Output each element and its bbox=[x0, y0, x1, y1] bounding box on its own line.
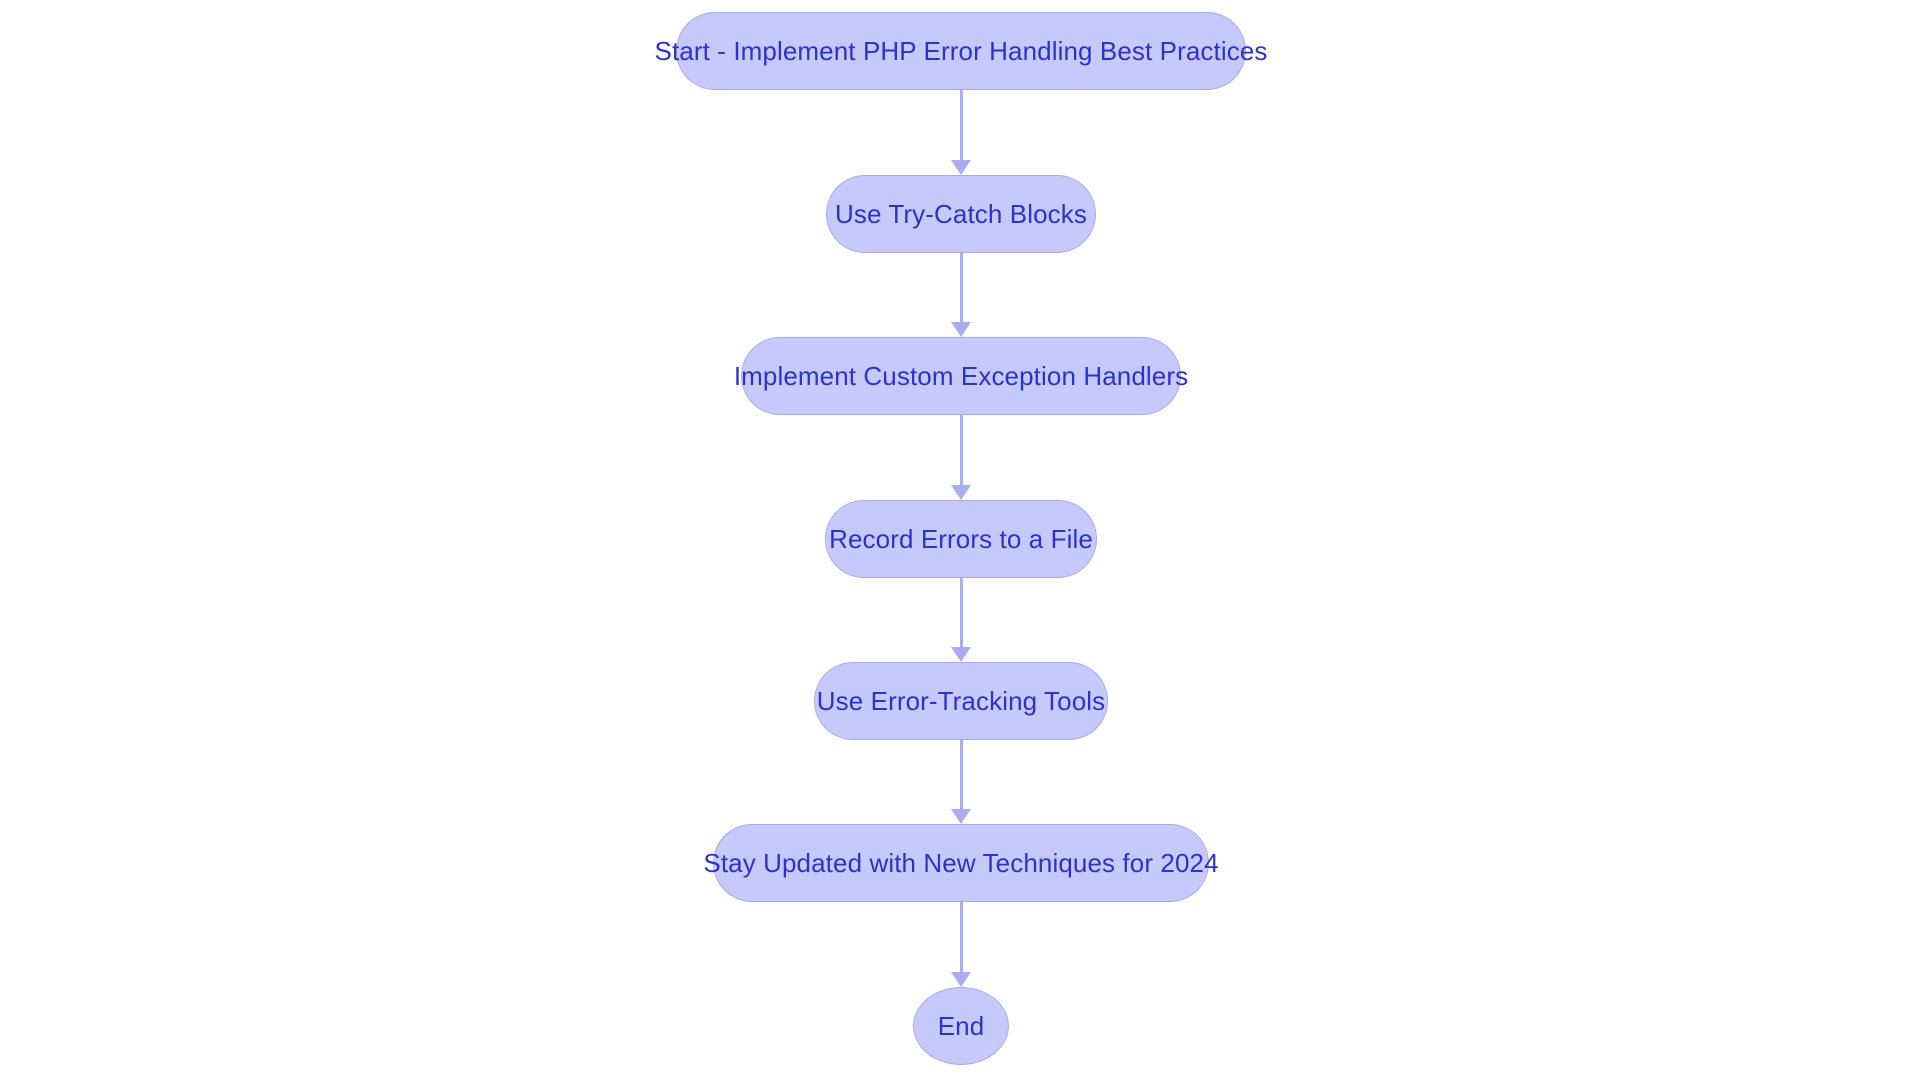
flow-node-error-tracking-tools[interactable]: Use Error-Tracking Tools bbox=[814, 662, 1108, 740]
flow-node-label: End bbox=[937, 1011, 985, 1041]
connector-line bbox=[959, 740, 963, 811]
flow-node-label: Use Try-Catch Blocks bbox=[835, 199, 1087, 229]
connector-line bbox=[959, 578, 963, 649]
flow-node-record-errors[interactable]: Record Errors to a File bbox=[825, 500, 1097, 578]
flow-node-label: Implement Custom Exception Handlers bbox=[733, 361, 1189, 391]
connector-line bbox=[959, 902, 963, 974]
connector-line bbox=[959, 90, 963, 162]
arrowhead-icon bbox=[951, 972, 971, 987]
arrowhead-icon bbox=[951, 647, 971, 662]
flow-node-label: Start - Implement PHP Error Handling Bes… bbox=[654, 36, 1268, 66]
flow-node-custom-exception-handlers[interactable]: Implement Custom Exception Handlers bbox=[734, 337, 1188, 415]
flow-node-label: Stay Updated with New Techniques for 202… bbox=[703, 848, 1219, 878]
flow-node-label: Record Errors to a File bbox=[829, 524, 1093, 554]
flow-node-stay-updated[interactable]: Stay Updated with New Techniques for 202… bbox=[703, 824, 1219, 902]
connector-line bbox=[959, 415, 963, 487]
flow-node-end[interactable]: End bbox=[913, 987, 1009, 1065]
arrowhead-icon bbox=[951, 160, 971, 175]
connector-line bbox=[959, 253, 963, 324]
flow-node-start[interactable]: Start - Implement PHP Error Handling Bes… bbox=[655, 12, 1267, 90]
arrowhead-icon bbox=[951, 322, 971, 337]
arrowhead-icon bbox=[951, 485, 971, 500]
flow-node-label: Use Error-Tracking Tools bbox=[816, 686, 1106, 716]
arrowhead-icon bbox=[951, 809, 971, 824]
flow-node-try-catch[interactable]: Use Try-Catch Blocks bbox=[826, 175, 1096, 253]
